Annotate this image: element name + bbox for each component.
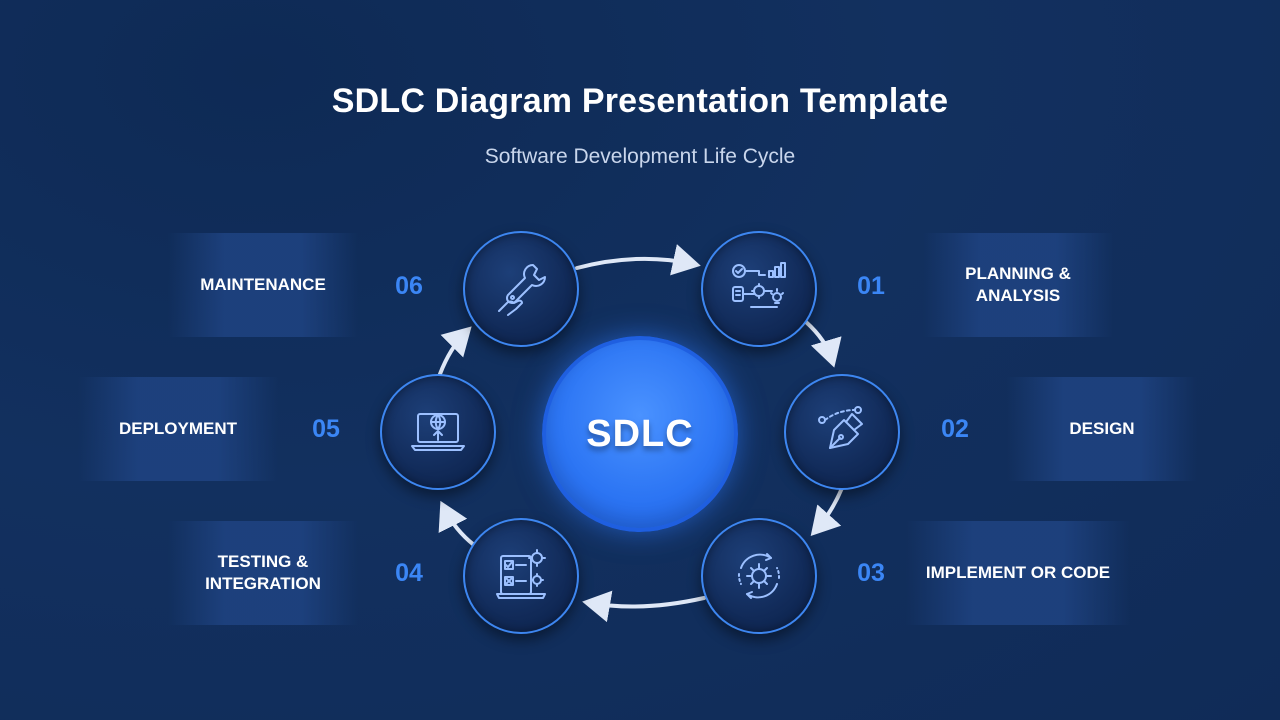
arrow-02-to-03 — [810, 486, 844, 536]
step-label-panel-04: TESTING & INTEGRATION — [168, 521, 358, 625]
step-label: PLANNING & ANALYSIS — [965, 264, 1071, 305]
step-label-panel-06: MAINTENANCE — [168, 233, 358, 337]
laptop-upload-icon — [411, 413, 465, 451]
step-label: IMPLEMENT OR CODE — [925, 563, 1111, 582]
step-number-06: 06 — [395, 272, 423, 300]
planning-analysis-icon — [732, 262, 786, 308]
step-node-04 — [463, 518, 579, 634]
step-label: DEPLOYMENT — [118, 419, 238, 438]
step-node-02 — [784, 374, 900, 490]
step-number-02: 02 — [941, 415, 969, 443]
sdlc-center-circle: SDLC — [542, 336, 738, 532]
wrench-hand-icon — [498, 264, 546, 316]
arrow-06-to-01 — [575, 244, 701, 276]
step-number-05: 05 — [312, 415, 340, 443]
arrow-04-to-05 — [438, 500, 476, 547]
arrow-01-to-02 — [804, 320, 842, 368]
step-node-05 — [380, 374, 496, 490]
step-label: MAINTENANCE — [200, 275, 326, 294]
step-number-03: 03 — [857, 559, 885, 587]
step-label-panel-05: DEPLOYMENT — [78, 377, 278, 481]
step-label-panel-01: PLANNING & ANALYSIS — [923, 233, 1113, 337]
step-node-06 — [463, 231, 579, 347]
page-subtitle: Software Development Life Cycle — [484, 145, 796, 168]
step-number-01: 01 — [857, 272, 885, 300]
step-number-04: 04 — [395, 559, 423, 587]
arrow-05-to-06 — [438, 326, 472, 376]
step-node-03 — [701, 518, 817, 634]
center-label: SDLC — [586, 412, 694, 455]
step-node-01 — [701, 231, 817, 347]
step-label: TESTING & INTEGRATION — [205, 552, 321, 593]
step-label-panel-02: DESIGN — [1007, 377, 1197, 481]
checklist-gears-icon — [496, 549, 546, 599]
gear-cycle-icon — [737, 553, 781, 599]
step-label-panel-03: IMPLEMENT OR CODE — [906, 521, 1130, 625]
page-title: SDLC Diagram Presentation Template — [331, 82, 949, 120]
arrow-03-to-04 — [582, 590, 706, 623]
step-label: DESIGN — [1069, 419, 1135, 438]
pen-tool-icon — [818, 406, 863, 449]
